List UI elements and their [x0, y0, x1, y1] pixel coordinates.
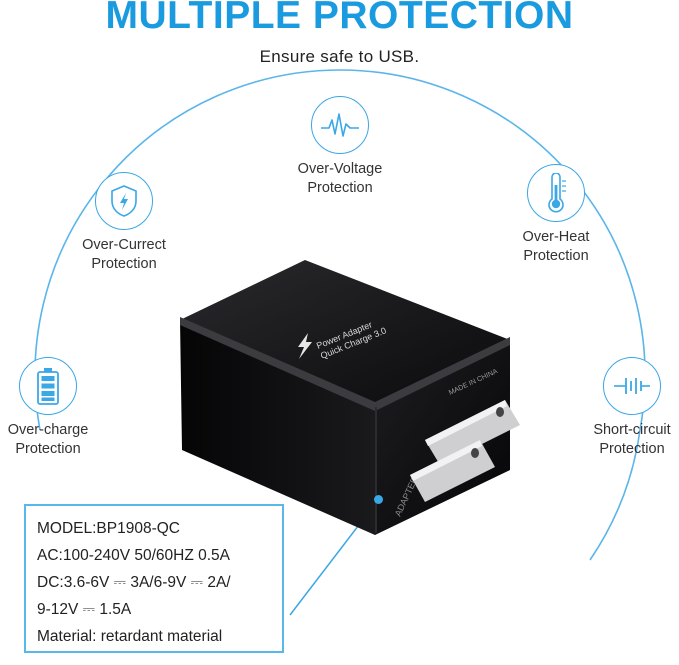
spec-box: MODEL:BP1908-QC AC:100-240V 50/60HZ 0.5A…: [24, 504, 284, 653]
wave-pulse-icon: [311, 96, 369, 154]
spec-dc-2: 9-12V ⎓ 1.5A: [37, 601, 132, 618]
feature-over-current: Over-Currect Protection: [64, 172, 184, 274]
short-circuit-icon: [603, 357, 661, 415]
spec-pointer-dot: [374, 495, 383, 504]
page-subtitle: Ensure safe to USB.: [259, 47, 420, 66]
spec-model: MODEL:BP1908-QC: [37, 520, 180, 537]
feature-over-voltage: Over-Voltage Protection: [280, 96, 400, 198]
feature-over-heat: Over-Heat Protection: [496, 164, 616, 266]
feature-label: Short-circuit Protection: [593, 422, 671, 457]
spec-material: Material: retardant material: [37, 628, 223, 645]
feature-over-charge: Over-charge Protection: [0, 357, 108, 459]
lightning-shield-icon: [95, 172, 153, 230]
feature-label: Over-charge Protection: [7, 422, 89, 457]
spec-ac: AC:100-240V 50/60HZ 0.5A: [37, 547, 231, 564]
feature-short-circuit: Short-circuit Protection: [572, 357, 679, 459]
charger-image: Power Adapter Quick Charge 3.0 MADE IN C…: [180, 260, 520, 535]
feature-label: Over-Currect Protection: [82, 237, 166, 272]
thermometer-icon: [527, 164, 585, 222]
battery-icon: [19, 357, 77, 415]
feature-label: Over-Heat Protection: [522, 229, 590, 264]
page-title: MULTIPLE PROTECTION: [105, 0, 574, 37]
feature-label: Over-Voltage Protection: [297, 161, 383, 196]
spec-dc: DC:3.6-6V ⎓ 3A/6-9V ⎓ 2A/: [37, 574, 231, 591]
